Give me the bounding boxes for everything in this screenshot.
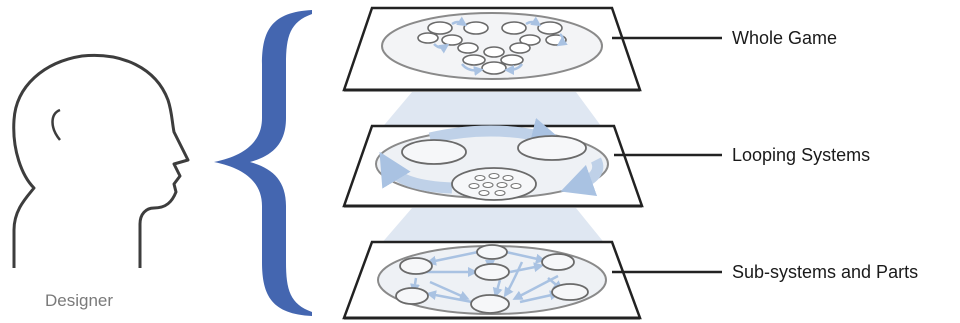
layer-label-sub-systems: Sub-systems and Parts [732, 262, 918, 283]
projection-beam-bottom [380, 208, 606, 245]
designer-head-icon [14, 55, 188, 268]
layer-label-looping-systems: Looping Systems [732, 145, 870, 166]
layer-whole-game [344, 8, 640, 90]
designer-label: Designer [45, 291, 113, 311]
curly-brace [214, 10, 312, 316]
layer-label-whole-game: Whole Game [732, 28, 837, 49]
projection-beam-top [380, 92, 604, 130]
layer-looping-systems [344, 126, 642, 206]
layer-sub-systems [344, 242, 640, 318]
designer-ear-icon [53, 110, 61, 140]
